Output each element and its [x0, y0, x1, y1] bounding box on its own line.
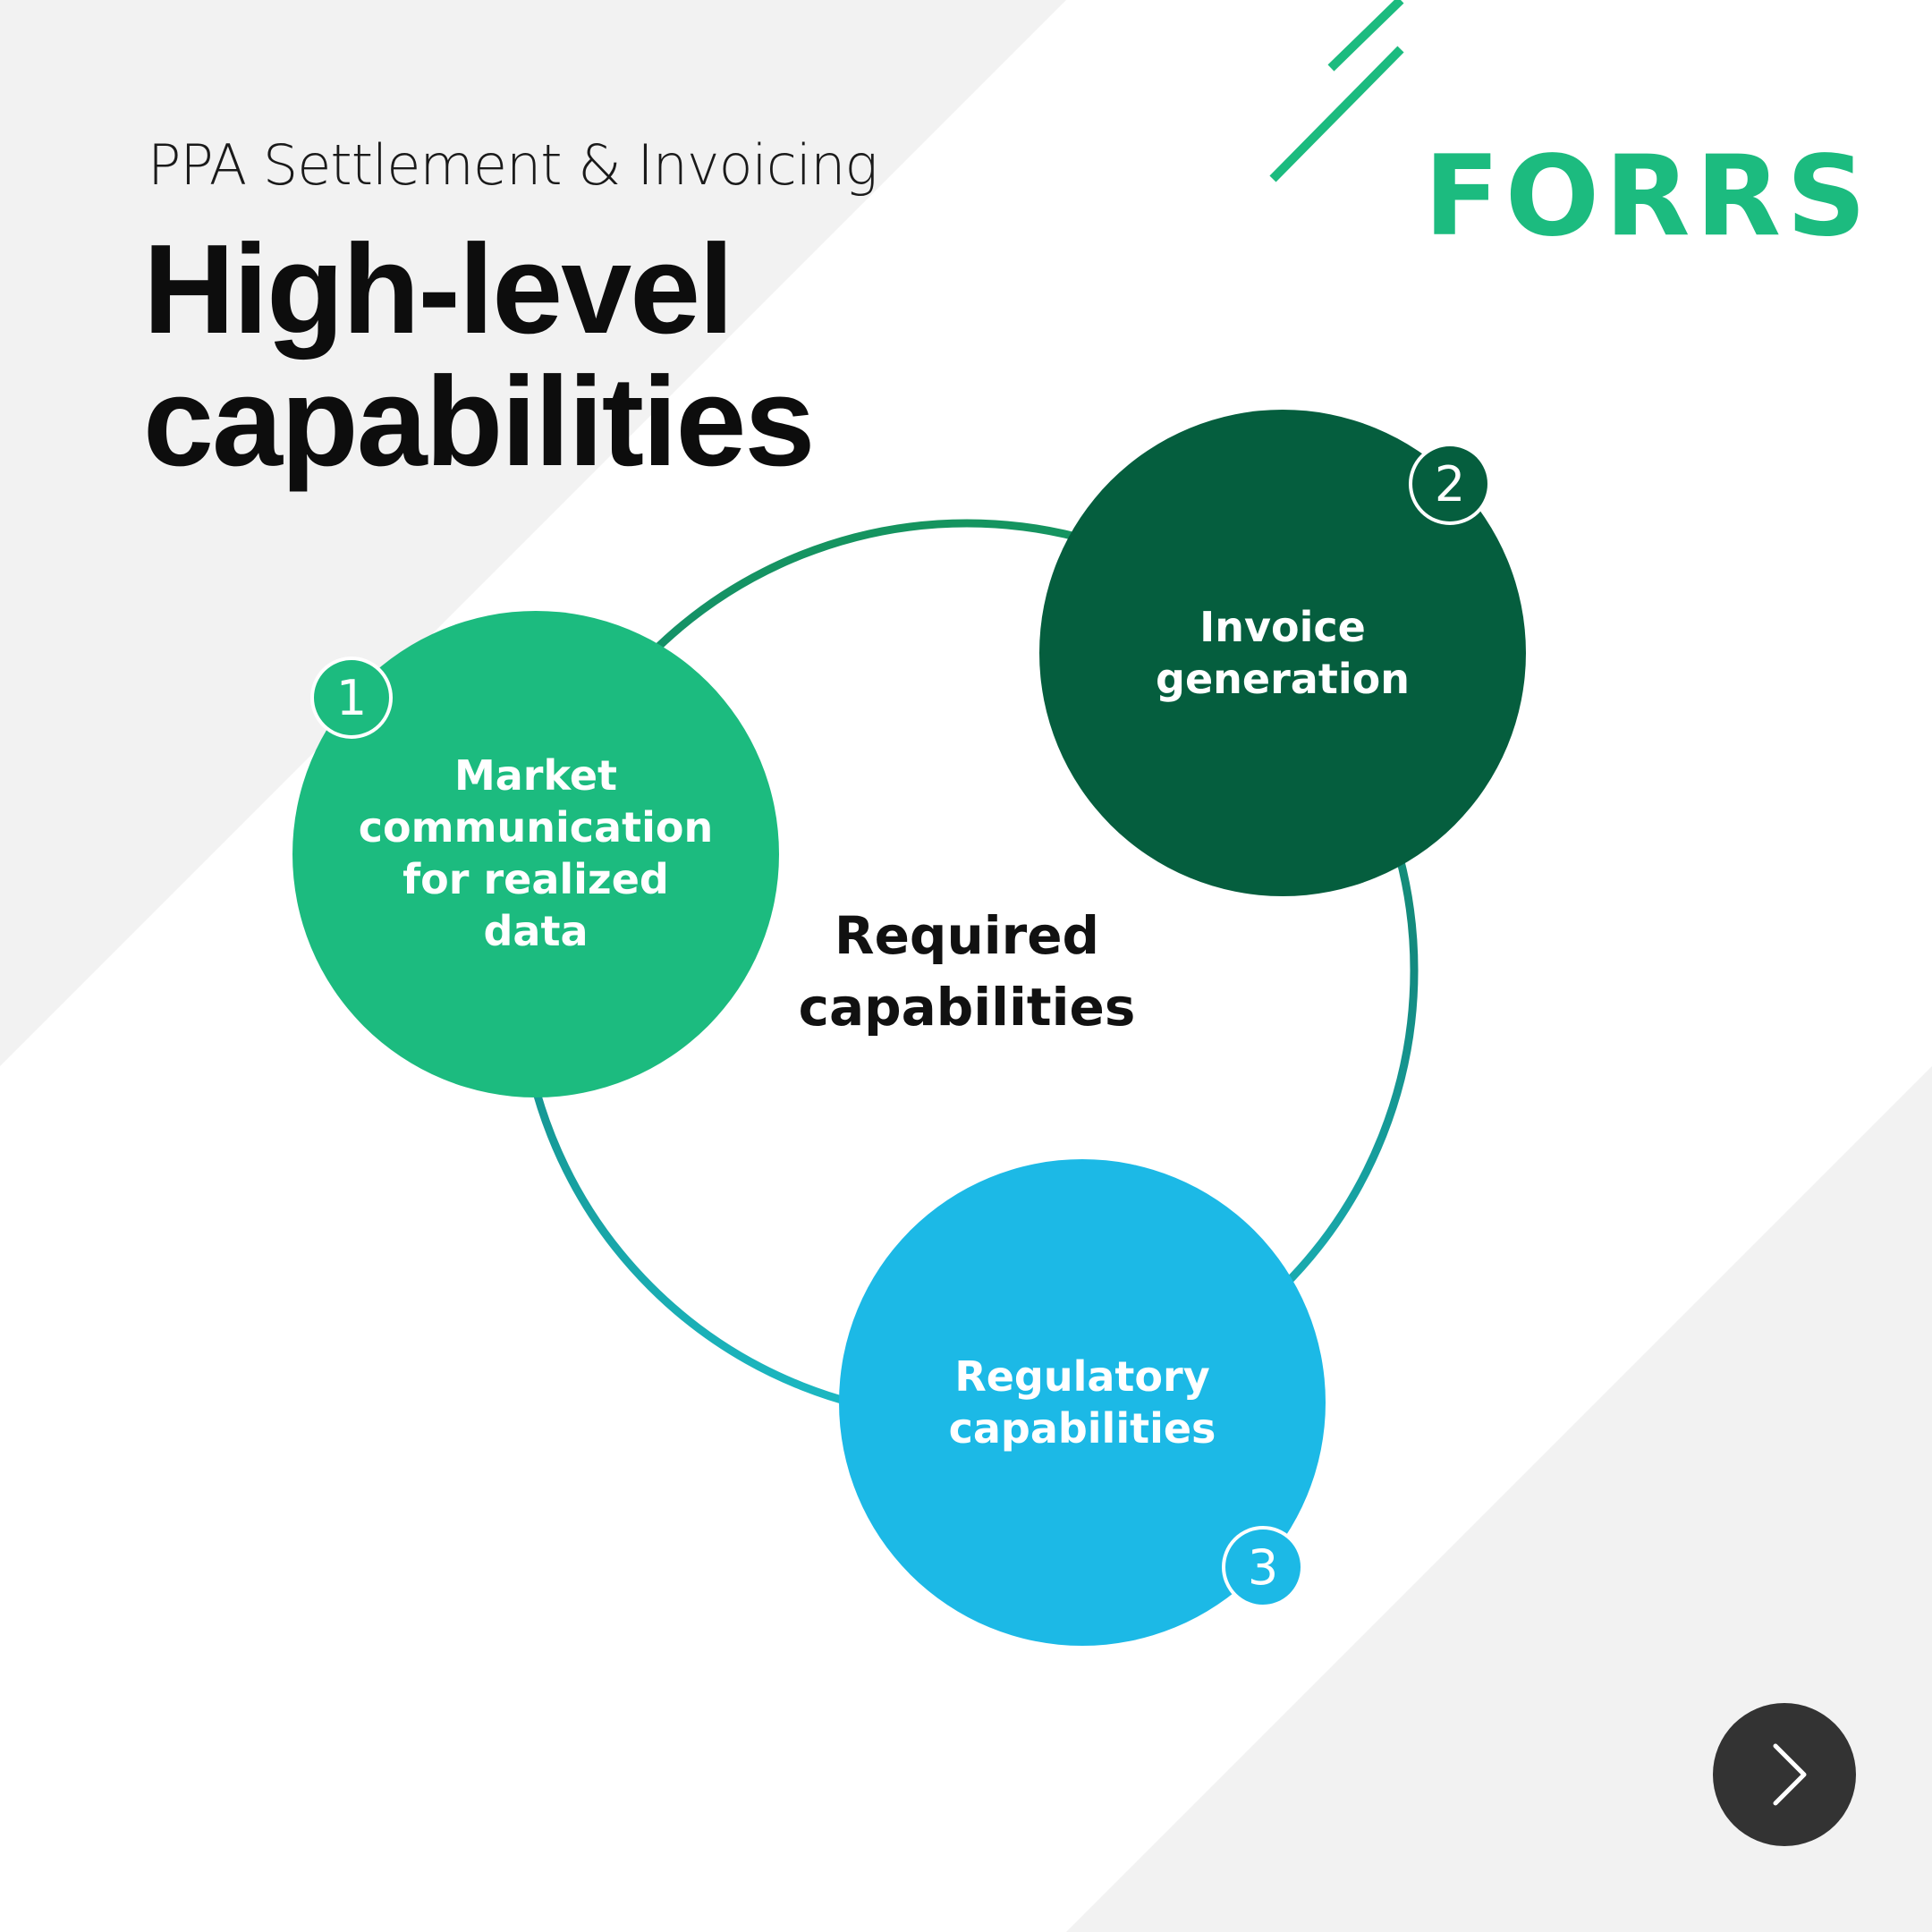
node-label-line: Regulatory: [954, 1352, 1210, 1401]
node-label-line: Invoice: [1199, 603, 1366, 651]
logo-accent-line: [1269, 46, 1404, 182]
number-badge-1: 1: [310, 657, 393, 739]
page-title: High-level capabilities: [143, 218, 815, 493]
page-subtitle: PPA Settlement & Invoicing: [148, 132, 878, 198]
node-label-line: communication: [358, 803, 714, 852]
number-badge-3: 3: [1222, 1526, 1304, 1608]
node-label-line: data: [483, 907, 589, 955]
center-label-line: capabilities: [798, 977, 1136, 1038]
node-label-line: Market: [453, 751, 618, 800]
node-circle-1: [292, 611, 779, 1097]
next-button[interactable]: [1713, 1703, 1856, 1846]
node-circle-2: [1039, 410, 1526, 896]
logo-accent-line: [1327, 0, 1404, 72]
background-triangle-top-left: [0, 0, 1066, 1066]
number-badge-2: 2: [1409, 443, 1491, 525]
node-label-1: Market communication for realized data: [348, 750, 724, 957]
background-triangle-bottom-right: [1066, 1066, 1932, 1932]
node-label-line: capabilities: [948, 1404, 1216, 1453]
node-label-2: Invoice generation: [1095, 601, 1470, 705]
title-line-1: High-level: [143, 218, 734, 360]
title-line-2: capabilities: [143, 351, 815, 493]
chevron-right-icon: [1773, 1743, 1807, 1806]
node-label-3: Regulatory capabilities: [894, 1351, 1270, 1454]
center-label-line: Required: [834, 905, 1100, 966]
center-label: Required capabilities: [743, 900, 1191, 1043]
node-circle-3: [839, 1159, 1326, 1646]
forrs-logo: FORRS: [1424, 132, 1872, 261]
node-label-line: for realized: [402, 855, 669, 903]
node-label-line: generation: [1156, 655, 1410, 703]
